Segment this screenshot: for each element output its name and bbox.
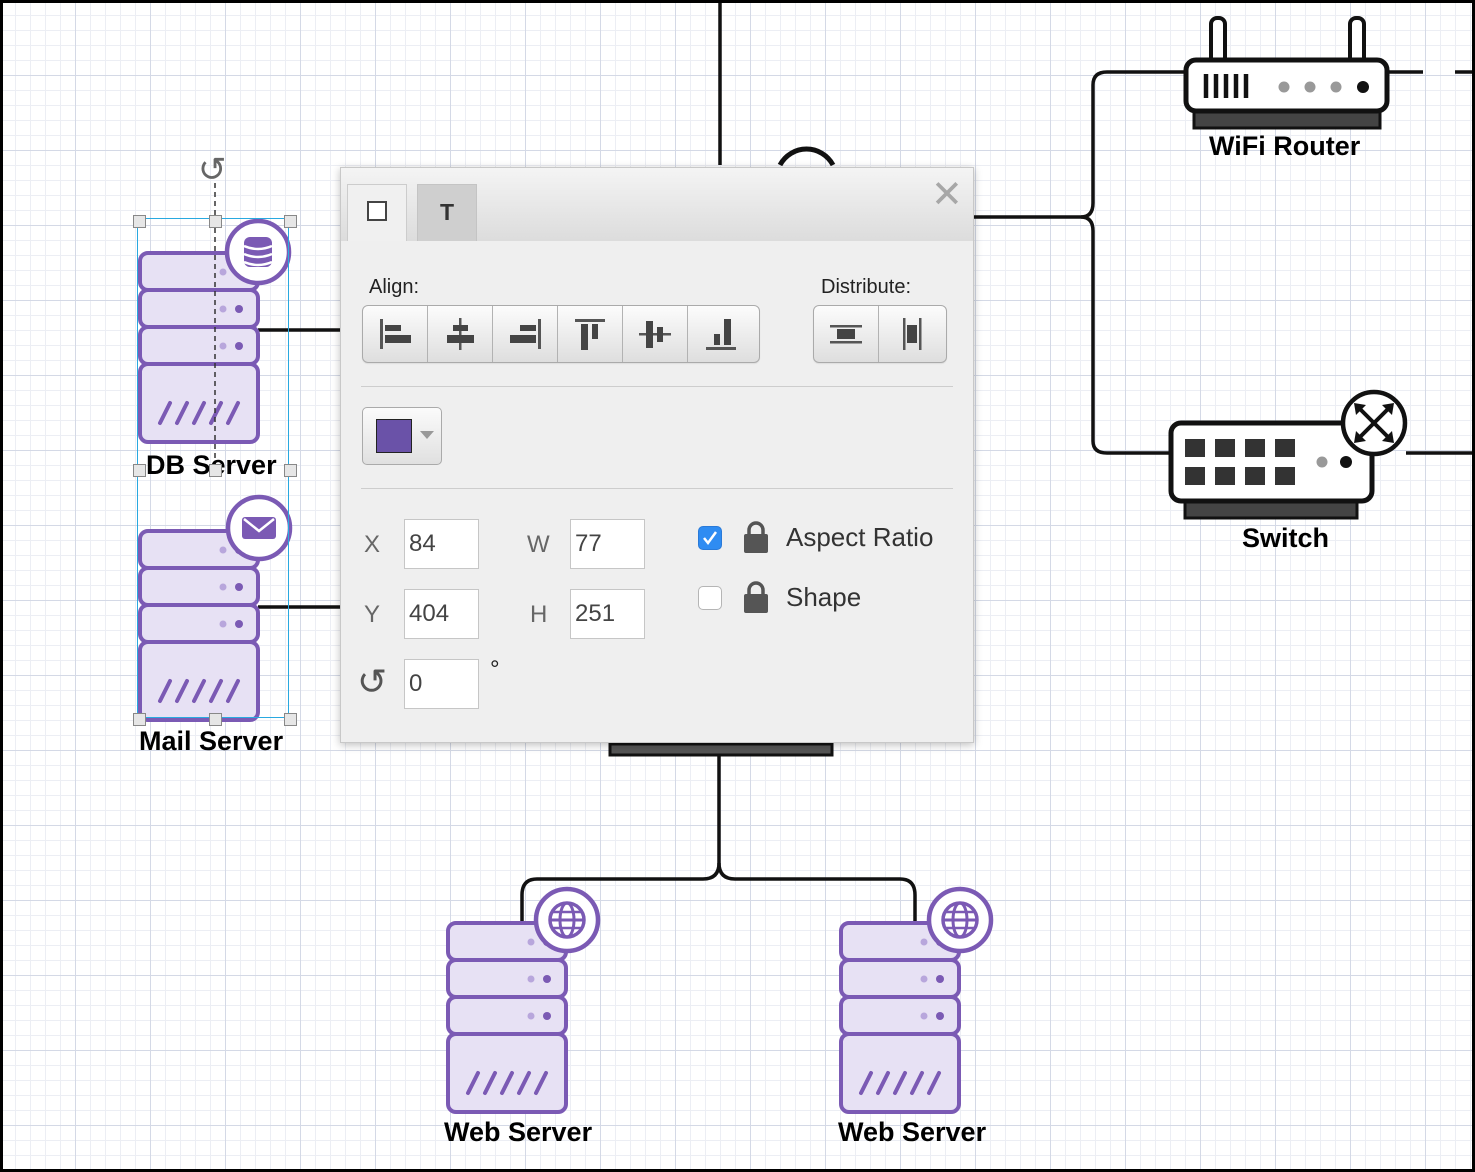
globe-icon	[536, 889, 598, 951]
crossed-arrows-icon	[1340, 389, 1408, 457]
resize-handle[interactable]	[209, 215, 222, 228]
divider	[361, 488, 953, 489]
envelope-icon	[225, 494, 293, 562]
web-server-label: Web Server	[444, 1117, 593, 1147]
web-server-shape[interactable]	[446, 889, 598, 1114]
align-button-group	[362, 305, 760, 363]
wifi-router-label: WiFi Router	[1209, 131, 1361, 161]
resize-handle[interactable]	[209, 713, 222, 726]
panel-header: T ✕	[341, 168, 973, 241]
width-field[interactable]	[570, 519, 645, 569]
align-right-button[interactable]	[493, 306, 558, 362]
align-left-icon	[380, 319, 411, 349]
y-field[interactable]	[404, 589, 479, 639]
rotate-icon: ↺	[357, 661, 388, 702]
close-icon[interactable]: ✕	[931, 174, 963, 216]
aspect-ratio-checkbox[interactable]	[698, 526, 722, 550]
distribute-button-group	[813, 305, 947, 363]
connectors	[258, 3, 1472, 921]
switch-shape[interactable]	[1168, 389, 1408, 520]
format-panel: T ✕ Align: Distribute:	[340, 167, 974, 743]
lock-icon	[744, 581, 768, 613]
resize-handle[interactable]	[133, 215, 146, 228]
globe-icon	[929, 889, 991, 951]
height-field[interactable]	[570, 589, 645, 639]
rotate-icon[interactable]: ↺	[198, 151, 227, 189]
mail-server-label: Mail Server	[139, 726, 284, 756]
distribute-vertical-icon	[902, 318, 921, 350]
align-bottom-icon	[705, 319, 736, 350]
square-icon	[367, 201, 387, 221]
distribute-horizontal-button[interactable]	[814, 306, 879, 362]
wifi-router-shape[interactable]	[1183, 16, 1390, 130]
resize-handle[interactable]	[284, 464, 297, 477]
mail-server-shape[interactable]	[138, 494, 293, 722]
resize-handle[interactable]	[209, 464, 222, 477]
shape-lock-label: Shape	[786, 582, 862, 612]
align-top-button[interactable]	[558, 306, 623, 362]
fill-color-swatch	[376, 419, 412, 453]
resize-handle[interactable]	[133, 713, 146, 726]
resize-handle[interactable]	[284, 713, 297, 726]
align-center-button[interactable]	[428, 306, 493, 362]
resize-handle[interactable]	[133, 464, 146, 477]
x-field[interactable]	[404, 519, 479, 569]
h-label: H	[530, 601, 548, 628]
distribute-horizontal-icon	[830, 325, 862, 344]
shape-lock-checkbox[interactable]	[698, 586, 722, 610]
network-diagram	[138, 3, 1472, 1114]
rotation-field[interactable]	[404, 659, 479, 709]
checkmark-icon	[703, 531, 718, 546]
align-right-icon	[510, 319, 541, 349]
align-top-icon	[575, 319, 605, 350]
x-label: X	[364, 531, 381, 558]
align-label: Align:	[369, 276, 420, 298]
switch-label: Switch	[1242, 523, 1330, 553]
w-label: W	[527, 531, 550, 558]
fill-color-button[interactable]	[362, 407, 442, 465]
lock-icon	[744, 521, 768, 553]
align-middle-button[interactable]	[623, 306, 688, 362]
align-center-icon	[447, 318, 474, 350]
divider	[361, 386, 953, 387]
align-middle-icon	[639, 321, 671, 348]
tab-shape[interactable]	[347, 184, 407, 241]
resize-handle[interactable]	[284, 215, 297, 228]
db-server-shape[interactable]	[138, 218, 292, 444]
y-label: Y	[364, 601, 381, 628]
database-icon	[224, 218, 292, 286]
aspect-ratio-label: Aspect Ratio	[786, 522, 934, 552]
chevron-down-icon	[420, 431, 434, 439]
align-left-button[interactable]	[363, 306, 428, 362]
distribute-label: Distribute:	[821, 276, 912, 298]
degree-symbol: °	[490, 656, 500, 683]
distribute-vertical-button[interactable]	[879, 306, 944, 362]
web-server-shape[interactable]	[839, 889, 991, 1114]
align-bottom-button[interactable]	[688, 306, 753, 362]
web-server-label: Web Server	[838, 1117, 987, 1147]
tab-text[interactable]: T	[417, 184, 477, 241]
